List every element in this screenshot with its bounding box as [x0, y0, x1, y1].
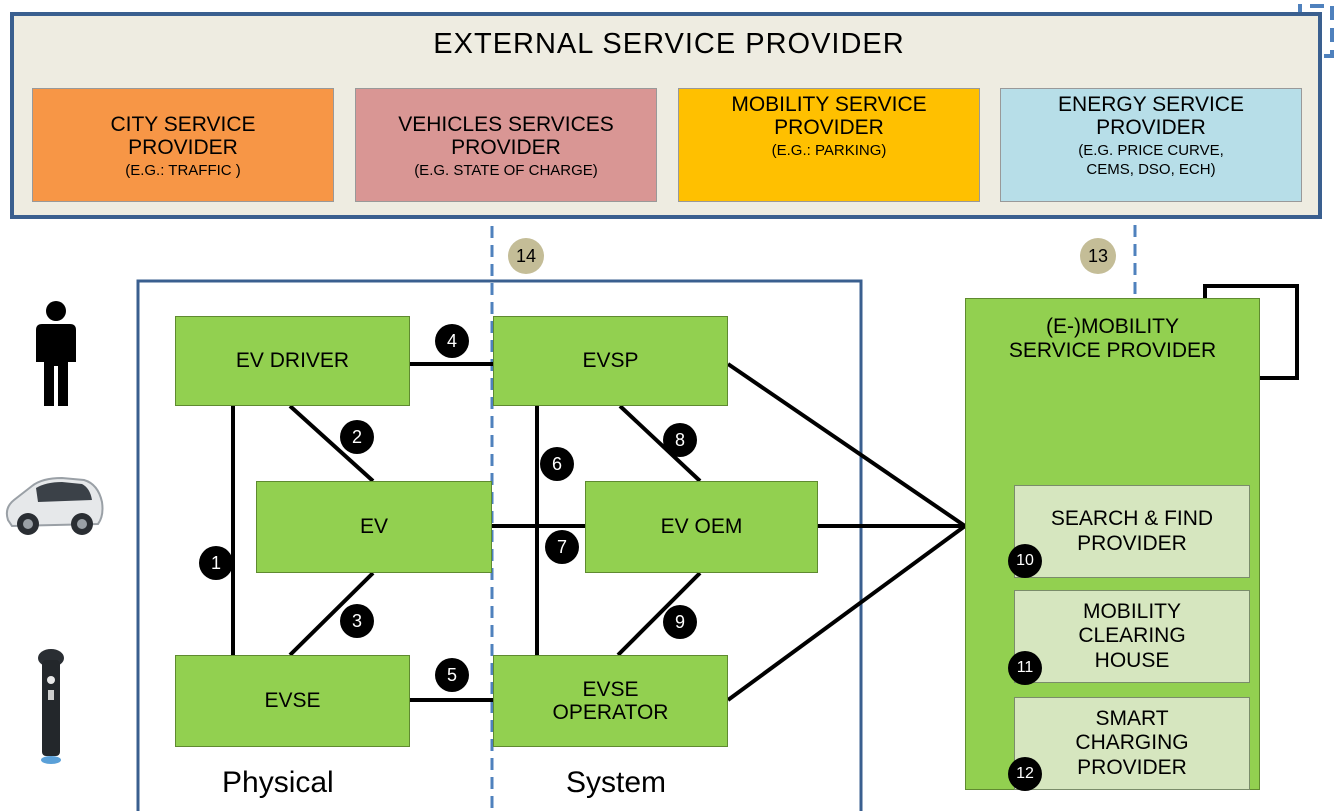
badge-7: 7	[545, 530, 579, 564]
city-service-provider-line2: PROVIDER	[128, 136, 238, 160]
link-8	[618, 404, 702, 483]
link-evseop-emsp	[726, 524, 967, 702]
domain-frame	[136, 279, 863, 811]
badge-2: 2	[340, 420, 374, 454]
emobility-title-line2: SERVICE PROVIDER	[1008, 339, 1217, 362]
badge-12: 12	[1008, 757, 1042, 791]
clearing-house-line3: HOUSE	[1094, 648, 1170, 672]
corner-dashed-bracket	[1298, 4, 1334, 58]
smart-charging-line2: CHARGING	[1075, 731, 1189, 755]
smart-charging-line3: PROVIDER	[1077, 755, 1187, 779]
vehicles-services-provider[interactable]: VEHICLES SERVICES PROVIDER (E.G. STATE O…	[355, 88, 657, 202]
mobility-service-provider-example: (E.G.: PARKING)	[771, 142, 887, 160]
evse-operator-line2: OPERATOR	[552, 701, 669, 724]
system-label: System	[566, 766, 667, 799]
ev-driver-label: EV DRIVER	[235, 349, 350, 373]
link-9	[616, 571, 702, 657]
badge-6: 6	[540, 447, 574, 481]
ev-box[interactable]: EV	[256, 481, 492, 573]
energy-service-provider-line2: PROVIDER	[1096, 116, 1206, 140]
energy-service-provider[interactable]: ENERGY SERVICE PROVIDER (E.G. PRICE CURV…	[1000, 88, 1302, 202]
badge-14: 14	[508, 238, 544, 274]
energy-service-provider-example-2: CEMS, DSO, ECH)	[1086, 160, 1216, 178]
badge-9: 9	[663, 605, 697, 639]
link-2	[288, 404, 375, 483]
ev-oem-box[interactable]: EV OEM	[585, 481, 818, 573]
charging-station-icon	[38, 649, 64, 764]
smart-charging-provider-box[interactable]: SMART CHARGING PROVIDER	[1014, 697, 1250, 790]
link-evsp-emsp	[726, 362, 967, 528]
mobility-service-provider-external[interactable]: MOBILITY SERVICE PROVIDER (E.G.: PARKING…	[678, 88, 980, 202]
badge-5: 5	[435, 658, 469, 692]
ev-label: EV	[359, 515, 388, 539]
evsp-label: EVSP	[582, 349, 639, 373]
search-find-line1: SEARCH & FIND	[1050, 507, 1214, 531]
badge-3: 3	[340, 604, 374, 638]
evse-operator-line1: EVSE	[582, 677, 639, 701]
physical-label: Physical	[222, 766, 334, 799]
car-icon	[5, 476, 104, 535]
energy-service-provider-example-1: (E.G. PRICE CURVE,	[1078, 142, 1224, 160]
mobility-service-provider-line1: MOBILITY SERVICE	[731, 93, 927, 116]
mobility-service-provider-line2: PROVIDER	[774, 116, 884, 140]
badge-11: 11	[1008, 651, 1042, 685]
badge-1: 1	[199, 546, 233, 580]
vehicles-services-provider-line1: VEHICLES SERVICES	[398, 113, 614, 137]
badge-4: 4	[435, 324, 469, 358]
evse-box[interactable]: EVSE	[175, 655, 410, 747]
external-service-provider-title: EXTERNAL SERVICE PROVIDER	[433, 28, 905, 60]
ev-oem-label: EV OEM	[660, 515, 743, 539]
smart-charging-line1: SMART	[1095, 707, 1169, 731]
ev-driver-box[interactable]: EV DRIVER	[175, 316, 410, 406]
city-service-provider-line1: CITY SERVICE	[110, 113, 256, 137]
search-find-provider-box[interactable]: SEARCH & FIND PROVIDER	[1014, 485, 1250, 578]
evsp-box[interactable]: EVSP	[493, 316, 728, 406]
link-3	[288, 571, 375, 657]
mobility-clearing-house-box[interactable]: MOBILITY CLEARING HOUSE	[1014, 590, 1250, 683]
city-service-provider[interactable]: CITY SERVICE PROVIDER (E.G.: TRAFFIC )	[32, 88, 334, 202]
city-service-provider-example: (E.G.: TRAFFIC )	[125, 162, 241, 180]
emobility-loop	[1203, 284, 1299, 380]
badge-8: 8	[663, 423, 697, 457]
badge-13: 13	[1080, 238, 1116, 274]
badge-10: 10	[1008, 544, 1042, 578]
energy-service-provider-line1: ENERGY SERVICE	[1058, 93, 1244, 116]
vehicles-services-provider-example: (E.G. STATE OF CHARGE)	[414, 162, 598, 180]
person-icon	[36, 301, 76, 406]
vehicles-services-provider-line2: PROVIDER	[451, 136, 561, 160]
evse-label: EVSE	[264, 689, 321, 713]
evse-operator-box[interactable]: EVSE OPERATOR	[493, 655, 728, 747]
clearing-house-line2: CLEARING	[1078, 624, 1186, 648]
search-find-line2: PROVIDER	[1077, 531, 1187, 555]
clearing-house-line1: MOBILITY	[1082, 600, 1182, 624]
emobility-title: (E-)MOBILITY SERVICE PROVIDER	[965, 306, 1260, 372]
emobility-title-line1: (E-)MOBILITY	[1045, 314, 1179, 338]
